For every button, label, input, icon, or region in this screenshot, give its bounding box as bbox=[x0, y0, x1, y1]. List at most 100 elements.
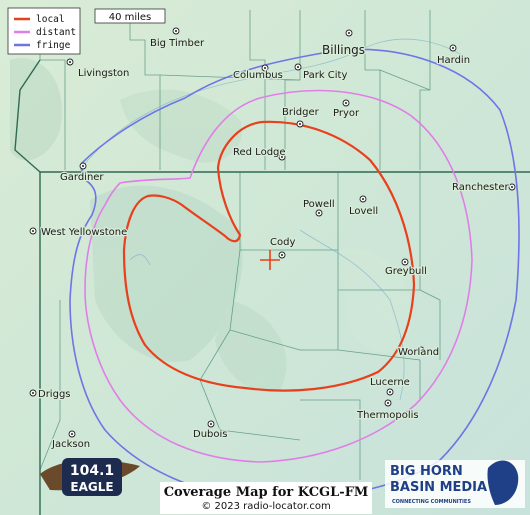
media-logo-line1: BIG HORN bbox=[390, 464, 463, 479]
town-label: Driggs bbox=[38, 389, 71, 400]
town-label: Livingston bbox=[78, 68, 129, 79]
coverage-contours bbox=[69, 48, 520, 501]
media-logo-tagline: CONNECTING COMMUNITIES bbox=[392, 499, 471, 505]
town-label: Powell bbox=[303, 199, 335, 210]
town-marker-dot bbox=[281, 254, 283, 256]
town-label: Lovell bbox=[349, 206, 378, 217]
town-lovell: Lovell bbox=[348, 195, 379, 218]
legend-label-distant: distant bbox=[36, 27, 76, 38]
town-marker-dot bbox=[281, 156, 283, 158]
town-label: West Yellowstone bbox=[41, 227, 127, 238]
town-marker-dot bbox=[210, 423, 212, 425]
legend-label-fringe: fringe bbox=[36, 40, 71, 51]
caption-credit: © 2023 radio-locator.com bbox=[201, 501, 330, 512]
town-bridger: Bridger bbox=[281, 106, 321, 128]
town-label: Thermopolis bbox=[356, 410, 419, 421]
town-label: Billings bbox=[322, 43, 365, 57]
fringe-contour bbox=[69, 48, 520, 501]
town-marker-dot bbox=[82, 165, 84, 167]
town-marker-dot bbox=[175, 30, 177, 32]
distant-contour bbox=[84, 89, 473, 463]
town-label: Cody bbox=[270, 237, 295, 248]
town-marker-dot bbox=[348, 32, 350, 34]
town-marker-dot bbox=[32, 392, 34, 394]
terrain-shading bbox=[10, 58, 412, 392]
town-columbus: Columbus bbox=[232, 64, 284, 82]
town-marker-dot bbox=[32, 230, 34, 232]
town-gardiner: Gardiner bbox=[59, 162, 106, 184]
town-west-yellowstone: West Yellowstone bbox=[29, 226, 129, 239]
town-label: Dubois bbox=[193, 429, 228, 440]
transmitter-marker bbox=[260, 250, 280, 270]
town-billings: Billings bbox=[321, 29, 366, 58]
town-label: Park City bbox=[303, 70, 347, 81]
town-pryor: Pryor bbox=[332, 99, 361, 120]
town-label: Pryor bbox=[333, 108, 360, 119]
caption-title: Coverage Map for KCGL-FM bbox=[164, 485, 369, 500]
map-caption: Coverage Map for KCGL-FM © 2023 radio-lo… bbox=[160, 482, 372, 514]
bighorn-sheep-icon bbox=[487, 460, 519, 505]
town-park-city: Park City bbox=[294, 63, 349, 82]
town-label: Columbus bbox=[233, 70, 283, 81]
town-jackson: Jackson bbox=[50, 430, 91, 451]
rivers bbox=[79, 38, 471, 401]
media-logo-line2: BASIN MEDIA bbox=[390, 480, 487, 495]
town-label: Worland bbox=[398, 347, 439, 358]
town-marker-dot bbox=[318, 212, 320, 214]
town-cody: Cody bbox=[269, 236, 297, 259]
station-logo-name: EAGLE bbox=[70, 480, 113, 494]
town-label: Hardin bbox=[437, 55, 470, 66]
media-logo: BIG HORN BASIN MEDIA CONNECTING COMMUNIT… bbox=[385, 460, 525, 508]
town-powell: Powell bbox=[302, 198, 336, 217]
legend-item-distant: distant bbox=[14, 27, 76, 38]
town-marker-dot bbox=[404, 261, 406, 263]
legend-item-fringe: fringe bbox=[14, 40, 71, 51]
town-marker-dot bbox=[71, 433, 73, 435]
scale-box bbox=[94, 8, 166, 24]
town-marker-dot bbox=[511, 186, 513, 188]
town-label: Big Timber bbox=[150, 38, 205, 49]
town-worland: Worland bbox=[397, 346, 441, 360]
town-driggs: Driggs bbox=[29, 388, 72, 401]
town-marker-dot bbox=[387, 402, 389, 404]
town-dubois: Dubois bbox=[192, 420, 229, 441]
town-label: Jackson bbox=[51, 439, 90, 450]
caption-background bbox=[160, 482, 372, 514]
town-label: Greybull bbox=[385, 266, 427, 277]
legend: local distant fringe bbox=[7, 7, 81, 55]
station-logo: 104.1 EAGLE bbox=[40, 458, 140, 496]
town-label: Gardiner bbox=[60, 172, 104, 183]
town-label: Lucerne bbox=[370, 377, 410, 388]
state-borders bbox=[14, 59, 530, 515]
town-label: Red Lodge bbox=[233, 147, 286, 158]
town-marker-dot bbox=[362, 198, 364, 200]
town-marker-dot bbox=[420, 349, 422, 351]
scale-bar: 40 miles bbox=[94, 8, 166, 24]
town-marker-dot bbox=[389, 391, 391, 393]
town-greybull: Greybull bbox=[384, 258, 428, 278]
scale-label: 40 miles bbox=[109, 12, 152, 23]
town-marker-dot bbox=[69, 61, 71, 63]
town-hardin: Hardin bbox=[436, 44, 471, 67]
town-lucerne: Lucerne bbox=[369, 376, 411, 396]
legend-item-local: local bbox=[14, 14, 65, 25]
town-red-lodge: Red Lodge bbox=[232, 146, 287, 161]
station-logo-badge bbox=[62, 458, 122, 496]
town-thermopolis: Thermopolis bbox=[355, 399, 420, 422]
town-label: Bridger bbox=[282, 107, 320, 118]
town-marker-dot bbox=[452, 47, 454, 49]
legend-label-local: local bbox=[36, 14, 65, 25]
town-label: Ranchester bbox=[452, 182, 509, 193]
station-logo-frequency: 104.1 bbox=[70, 463, 114, 479]
town-marker-dot bbox=[297, 66, 299, 68]
local-contour bbox=[122, 120, 416, 392]
town-marker-dot bbox=[345, 102, 347, 104]
town-big-timber: Big Timber bbox=[149, 27, 206, 50]
town-livingston: Livingston bbox=[66, 58, 131, 80]
town-ranchester: Ranchester bbox=[451, 181, 516, 194]
town-marker-dot bbox=[299, 123, 301, 125]
town-marker-dot bbox=[264, 67, 266, 69]
